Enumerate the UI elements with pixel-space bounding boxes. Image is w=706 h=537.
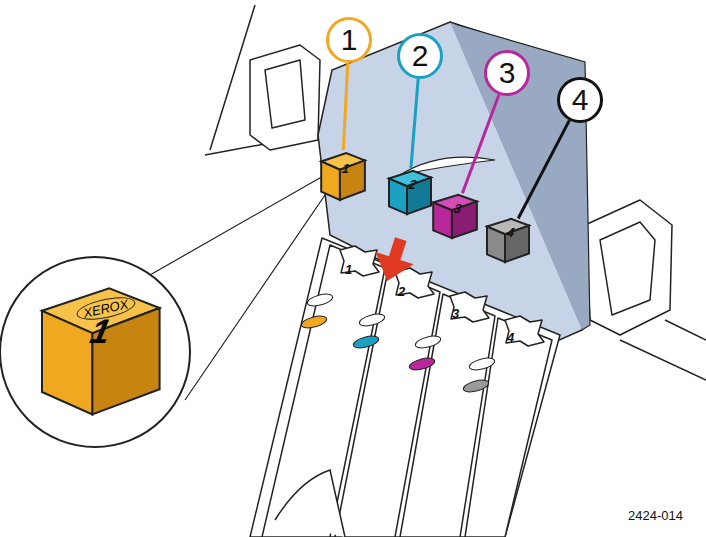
ink-stick-closeup: XEROX1 xyxy=(28,280,168,420)
callout-circle: 2 xyxy=(397,33,443,79)
leader-stroke xyxy=(518,120,569,218)
callout-number: 4 xyxy=(572,83,589,117)
right-latch-inner xyxy=(600,222,655,315)
zoom-leader xyxy=(150,175,325,400)
callout-circle: 3 xyxy=(484,50,530,96)
printer-body-line xyxy=(620,320,706,380)
ink-stick-face xyxy=(433,203,452,239)
color-oval xyxy=(408,356,436,372)
ink-stick: 3 xyxy=(428,192,480,240)
hand xyxy=(275,470,345,537)
leader-line xyxy=(343,63,347,150)
color-oval xyxy=(358,312,386,328)
left-latch xyxy=(250,45,320,150)
callout-number: 1 xyxy=(341,23,358,57)
zoom-circle xyxy=(0,257,190,447)
leader-stroke xyxy=(343,63,347,150)
leader-line xyxy=(411,79,418,168)
ink-stick-outline xyxy=(384,168,434,216)
right-latch xyxy=(585,200,672,335)
leader-line xyxy=(518,120,569,218)
slot-number: 1 xyxy=(345,262,352,277)
key-slot xyxy=(340,246,379,276)
leader-line xyxy=(462,95,499,194)
ink-stick-face xyxy=(389,179,407,215)
ink-slot xyxy=(465,318,552,537)
callout-circle: 4 xyxy=(557,77,603,123)
callout-number: 2 xyxy=(412,39,429,73)
key-slot xyxy=(450,292,489,322)
key-slot xyxy=(395,268,434,298)
ink-tray xyxy=(250,238,560,537)
key-slot xyxy=(505,316,544,346)
ink-stick-face xyxy=(487,227,505,263)
leader-stroke xyxy=(462,95,499,194)
figure-number: 2424-014 xyxy=(628,508,683,523)
left-latch-inner xyxy=(265,60,305,128)
lid-edge xyxy=(450,22,590,330)
leader-stroke xyxy=(411,79,418,168)
slot-number: 3 xyxy=(452,306,459,321)
color-oval xyxy=(414,334,442,350)
slot-number: 4 xyxy=(507,330,514,345)
ink-stick: 4 xyxy=(482,216,532,264)
insert-arrow xyxy=(368,233,420,287)
ink-stick-outline xyxy=(482,216,532,264)
callout-circle: 1 xyxy=(326,17,372,63)
ink-stick-outline xyxy=(428,192,480,240)
color-oval xyxy=(300,314,328,330)
ink-stick-face xyxy=(321,161,340,199)
ink-stick-face xyxy=(42,311,92,415)
ink-stick: 1 xyxy=(316,150,368,202)
color-oval xyxy=(306,292,334,308)
color-oval xyxy=(468,356,496,372)
callout-number: 3 xyxy=(499,56,516,90)
color-oval xyxy=(462,378,490,394)
ink-stick-face xyxy=(340,160,365,200)
ink-stick: 2 xyxy=(384,168,434,216)
ink-stick-outline xyxy=(316,150,368,202)
slot-number: 2 xyxy=(398,284,405,299)
color-oval xyxy=(352,334,380,350)
